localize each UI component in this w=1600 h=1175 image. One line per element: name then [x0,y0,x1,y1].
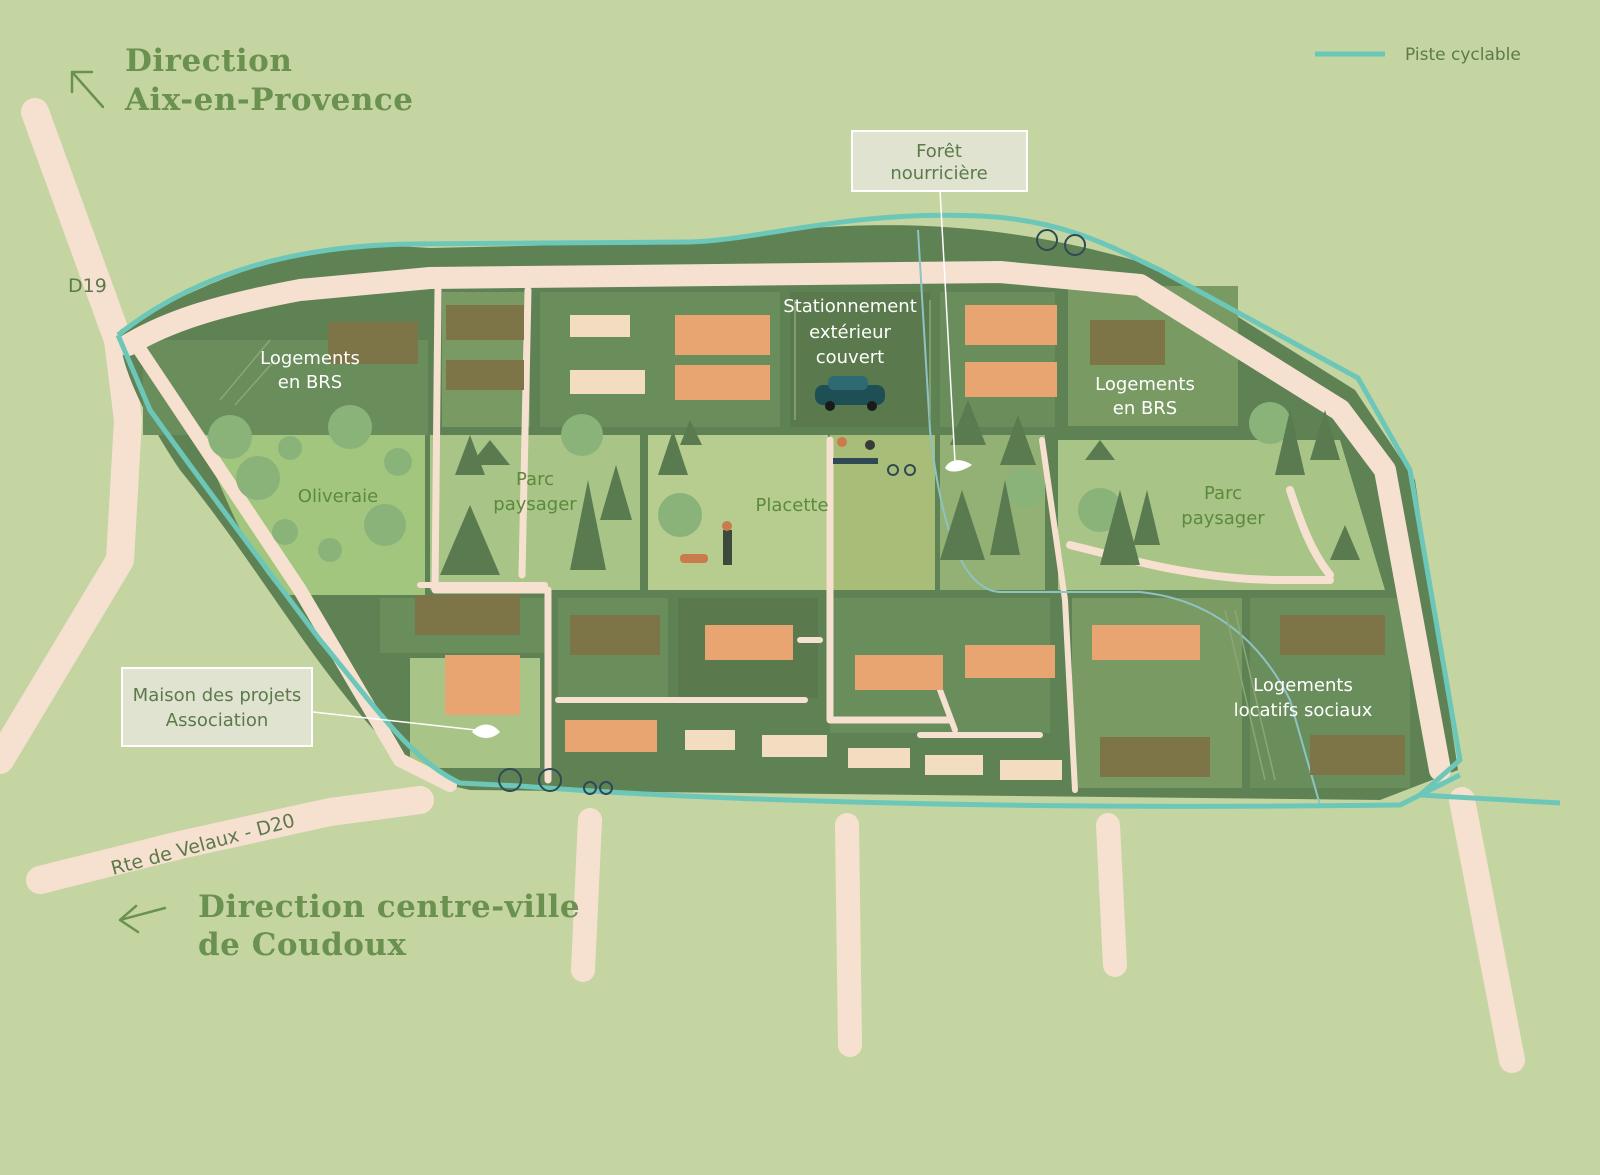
zone-parc-west-line2: paysager [493,494,577,515]
dog-walker-icon [680,521,732,565]
legend: Piste cyclable [1315,45,1521,65]
callout-project-house: Maison des projets Association [121,667,313,747]
parking-lot [219,300,1276,781]
food-forest-marker-icon [945,460,972,472]
road-south-spur-2[interactable] [835,813,862,1057]
internal-roads [117,261,1451,793]
road-d19-north[interactable] [0,98,142,774]
zone-brs-west-line1: Logements [260,348,360,369]
direction-north: Direction Aix-en-Provence [70,43,413,118]
zone-social-line1: Logements [1253,675,1353,696]
zone-parking-line3: couvert [816,347,885,368]
road-south-spur-3[interactable] [1096,813,1127,977]
parc-east-area [1058,440,1385,590]
car-icon [815,376,885,411]
zone-parc-east-line1: Parc [1204,483,1242,504]
road-south-spur-1[interactable] [571,808,602,982]
zone-labels: Logements en BRS Stationnement extérieur… [260,296,1373,721]
callout-project-house-line2: Association [166,710,269,731]
road-south-spur-4[interactable] [1449,787,1525,1073]
zone-oliveraie: Oliveraie [298,486,378,507]
zone-brs-east-line1: Logements [1095,374,1195,395]
direction-south-line2: de Coudoux [198,927,406,963]
zone-parc-west-line1: Parc [516,469,554,490]
zone-placette: Placette [755,495,828,516]
zone-parc-east-line2: paysager [1181,508,1265,529]
zone-parking-line2: extérieur [809,322,891,343]
trees [208,400,1360,575]
zone-brs-west-line2: en BRS [278,372,343,393]
legend-bike-path-label: Piste cyclable [1405,45,1521,65]
houses [328,305,1405,780]
direction-north-line2: Aix-en-Provence [124,82,413,118]
direction-south: Direction centre-ville de Coudoux [118,889,580,963]
road-label-d19: D19 [68,275,107,297]
road-d20[interactable] [26,786,434,894]
zone-social-line2: locatifs sociaux [1234,700,1373,721]
callout-food-forest-line2: nourricière [890,163,987,184]
outer-roads [0,98,1525,1073]
road-north-internal[interactable] [117,261,1451,781]
cyclist-icon [498,229,1086,795]
direction-north-line1: Direction [125,43,292,79]
bench-people-icon [833,437,916,476]
zone-brs-east-line2: en BRS [1113,398,1178,419]
callout-project-house-line1: Maison des projets [133,685,302,706]
callout-food-forest: Forêt nourricière [851,130,1028,192]
callout-food-forest-line1: Forêt [916,141,962,162]
arrow-west-icon [118,904,167,934]
project-house-marker-icon [472,724,500,738]
direction-south-line1: Direction centre-ville [198,889,580,925]
arrow-north-west-icon [70,70,105,109]
zone-parking-line1: Stationnement [783,296,917,317]
stream [917,229,1321,806]
bike-path [115,212,1561,809]
